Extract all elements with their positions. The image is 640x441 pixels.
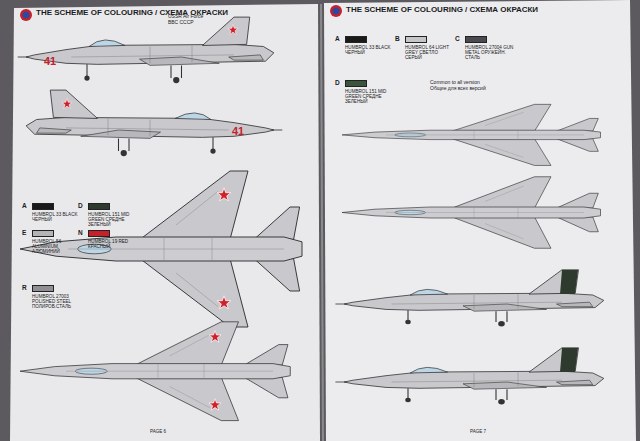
colour-name: HUMBROL 33 BLACK ЧЕРНЫЙ	[32, 212, 82, 222]
tail-tip-paint	[560, 270, 578, 372]
colour-letter: R	[22, 284, 27, 291]
colour-letter: N	[78, 229, 83, 236]
left-page	[10, 4, 320, 441]
colour-name: HUMBROL 151 MID GREEN СРЕДНЕ ЗЕЛЕНЫЙ	[345, 89, 395, 104]
aircraft-top-view	[20, 171, 302, 327]
colour-swatch	[345, 36, 367, 43]
colour-swatch	[465, 36, 487, 43]
colour-name: HUMBROL 33 BLACK ЧЕРНЫЙ	[345, 45, 395, 55]
colour-name: HUMBROL 64 LIGHT GREY СВЕТЛО СЕРЫЙ	[405, 45, 455, 60]
note: Общие для всех версий	[430, 86, 486, 92]
colour-letter: E	[22, 229, 26, 236]
aircraft-top-view	[342, 104, 601, 165]
board-number: 41	[44, 55, 56, 67]
colour-swatch	[32, 285, 54, 292]
colour-name: HUMBROL 19 RED КРАСНЫЙ	[88, 239, 138, 249]
unit-caption: USSR Air Force	[168, 14, 203, 20]
page-number: PAGE 7	[470, 430, 486, 435]
aircraft-side-view	[18, 17, 274, 83]
colour-swatch	[88, 230, 110, 237]
page-gutter	[321, 4, 323, 441]
colour-swatch	[345, 80, 367, 87]
colour-letter: A	[22, 202, 27, 209]
logo	[330, 5, 342, 17]
colour-name: HUMBROL 56 ALUMINIUM АЛЮМИНИЙ	[32, 239, 82, 254]
colour-name: HUMBROL 27004 GUN METAL ОРУЖЕЙН. СТАЛЬ	[465, 45, 515, 60]
page-title: THE SCHEME OF COLOURING / СХЕМА ОКРАСКИ	[346, 6, 538, 15]
aircraft-bottom-view	[20, 322, 290, 421]
colour-swatch	[32, 203, 54, 210]
colour-swatch	[88, 203, 110, 210]
colour-swatch	[405, 36, 427, 43]
logo	[20, 9, 32, 21]
aircraft-bottom-view	[342, 177, 601, 249]
colour-name: HUMBROL 27003 POLISHED STEEL ПОЛИРОВ.СТА…	[32, 294, 82, 309]
colour-letter: C	[455, 35, 460, 42]
aircraft-side-view	[26, 90, 282, 156]
colour-swatch	[32, 230, 54, 237]
colour-name: HUMBROL 151 MID GREEN СРЕДНЕ ЗЕЛЕНЫЙ	[88, 212, 138, 227]
right-page	[324, 0, 636, 441]
board-number: 41	[232, 125, 244, 137]
unit-caption: ВВС СССР	[168, 20, 194, 26]
page-number: PAGE 6	[150, 430, 166, 435]
national-star	[62, 25, 238, 411]
colour-letter: D	[335, 79, 340, 86]
colour-letter: D	[78, 202, 83, 209]
note: Common to all version	[430, 80, 480, 86]
colour-letter: B	[395, 35, 400, 42]
colour-letter: A	[335, 35, 340, 42]
